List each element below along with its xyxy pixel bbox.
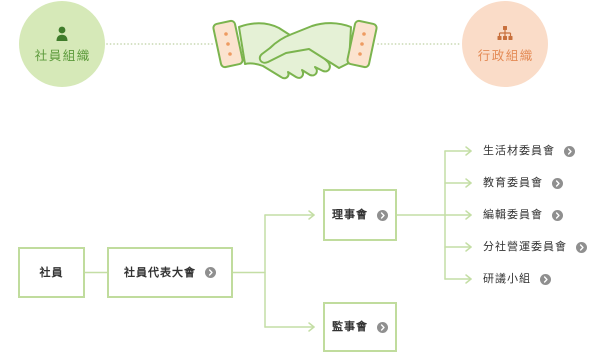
person-icon	[54, 26, 70, 41]
chevron-right-circle-icon[interactable]	[205, 267, 216, 278]
committee-label: 編輯委員會	[483, 208, 543, 221]
cuff-button	[358, 52, 362, 56]
chevron-right-circle-icon[interactable]	[552, 209, 563, 221]
cuff-button	[228, 52, 232, 56]
committee-item-education[interactable]: 教育委員會	[483, 175, 563, 191]
committee-label: 研議小組	[483, 272, 531, 285]
committee-label: 分社營運委員會	[483, 240, 567, 253]
chevron-right-circle-icon[interactable]	[377, 321, 388, 333]
committee-item-living-materials[interactable]: 生活材委員會	[483, 143, 575, 159]
node-representative-assembly-label: 社員代表大會	[124, 265, 196, 279]
arrowhead	[465, 146, 472, 156]
node-members: 社員	[18, 247, 85, 298]
node-representative-assembly[interactable]: 社員代表大會	[107, 247, 233, 298]
cuff-button	[226, 42, 230, 46]
arrowhead	[465, 274, 472, 284]
member-organization-badge: 社員組織	[19, 1, 105, 87]
node-members-label: 社員	[39, 265, 64, 279]
chevron-right-circle-icon[interactable]	[540, 273, 551, 285]
node-board-of-directors-label: 理事會	[332, 208, 368, 221]
administrative-organization-label: 行政組織	[477, 47, 534, 63]
org-chart-icon	[497, 25, 513, 41]
arrowhead	[465, 178, 472, 188]
node-board-of-supervisors[interactable]: 監事會	[323, 302, 397, 352]
cuff-button	[362, 32, 366, 36]
cuff-button	[360, 42, 364, 46]
committee-item-editorial[interactable]: 編輯委員會	[483, 207, 563, 223]
administrative-organization-badge: 行政組織	[462, 1, 548, 87]
arrowhead	[308, 210, 315, 220]
chevron-right-circle-icon[interactable]	[576, 241, 587, 253]
committee-label: 教育委員會	[483, 176, 543, 189]
committee-label: 生活材委員會	[483, 144, 555, 157]
chevron-right-circle-icon[interactable]	[564, 145, 575, 157]
arrowhead	[308, 322, 315, 332]
cuff-button	[224, 32, 228, 36]
chevron-right-circle-icon[interactable]	[552, 177, 563, 189]
right-hand	[258, 22, 352, 69]
arrowhead	[465, 242, 472, 252]
committee-item-branch-operations[interactable]: 分社營運委員會	[483, 239, 587, 255]
handshake-icon	[212, 19, 378, 80]
committee-item-research-group[interactable]: 研議小組	[483, 271, 551, 287]
node-board-of-supervisors-label: 監事會	[332, 320, 368, 333]
arrowhead	[465, 210, 472, 220]
node-board-of-directors[interactable]: 理事會	[323, 189, 397, 241]
chevron-right-circle-icon[interactable]	[377, 209, 388, 221]
member-organization-label: 社員組織	[34, 47, 91, 63]
